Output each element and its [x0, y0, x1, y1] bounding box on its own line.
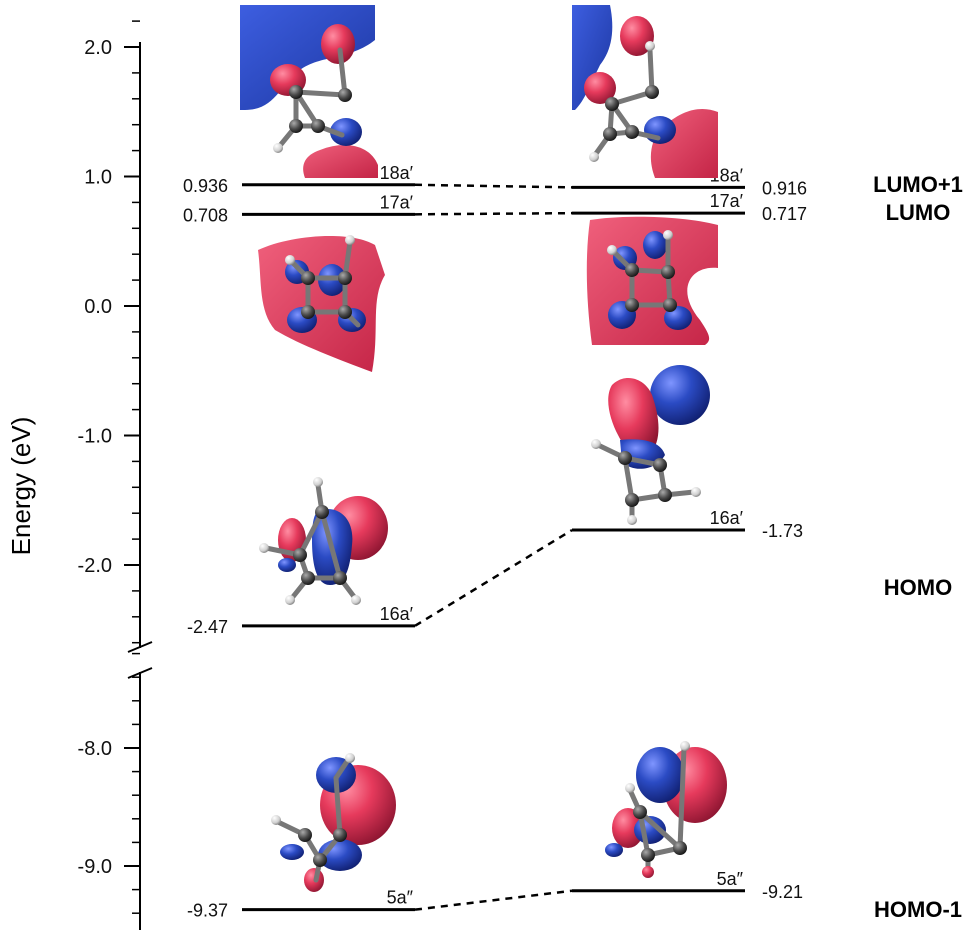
connector-homo1	[414, 889, 573, 911]
symmetry-label-right-homo: 16a′	[710, 508, 744, 528]
orbital-image-lumo1-left	[240, 5, 378, 178]
symmetry-label-right-lumo: 17a′	[710, 191, 744, 211]
orbital-label-lumo1: LUMO+1	[873, 172, 963, 197]
orbital-image-homo-right	[591, 365, 710, 525]
orbital-image-lumo1-right	[572, 5, 718, 178]
orbital-image-homo-left	[259, 477, 388, 605]
axis-title: Energy (eV)	[6, 417, 36, 556]
energy-value-left-lumo: 0.708	[183, 205, 228, 225]
connector-homo	[414, 528, 573, 627]
symmetry-label-left-homo1: 5a″	[387, 888, 414, 908]
energy-value-left-homo: -2.47	[187, 617, 228, 637]
tick-label: 2.0	[84, 37, 112, 59]
energy-axis: 2.0 1.0 0.0 -1.0 -2.0 -8.0 -9.0 Energy (eV)	[6, 20, 153, 930]
symmetry-label-left-lumo: 17a′	[380, 192, 414, 212]
energy-value-left-lumo1: 0.936	[183, 176, 228, 196]
level-connectors	[414, 183, 573, 911]
tick-label: 0.0	[84, 296, 112, 318]
orbital-image-lumo-right	[586, 216, 718, 345]
tick-label: -1.0	[78, 426, 112, 448]
orbital-labels: LUMO+1 LUMO HOMO HOMO-1	[873, 172, 963, 922]
axis-ticks: 2.0 1.0 0.0 -1.0 -2.0 -8.0 -9.0	[78, 20, 140, 914]
energy-levels: 0.936 18a′ 0.708 17a′ -2.47 16a′ -9.37 5a″ 0.916…	[183, 163, 807, 921]
axis-break	[127, 641, 153, 679]
symmetry-label-left-homo: 16a′	[380, 604, 414, 624]
symmetry-label-right-homo1: 5a″	[717, 869, 744, 889]
tick-label: -9.0	[78, 856, 112, 878]
orbital-label-lumo: LUMO	[886, 200, 951, 225]
energy-value-right-homo: -1.73	[762, 521, 803, 541]
tick-label: 1.0	[84, 167, 112, 189]
energy-value-right-lumo: 0.717	[762, 204, 807, 224]
symmetry-label-left-lumo1: 18a′	[380, 163, 414, 183]
energy-value-right-homo1: -9.21	[762, 882, 803, 902]
symmetry-label-right-lumo1: 18a′	[710, 165, 744, 185]
energy-value-right-lumo1: 0.916	[762, 178, 807, 198]
orbital-label-homo1: HOMO-1	[874, 897, 962, 922]
tick-label: -8.0	[78, 738, 112, 760]
orbital-image-lumo-left	[258, 235, 385, 372]
connector-lumo1	[414, 183, 573, 189]
orbital-image-homo1-right	[605, 741, 727, 878]
connector-lumo	[414, 211, 573, 216]
orbital-label-homo: HOMO	[884, 575, 952, 600]
tick-label: -2.0	[78, 555, 112, 577]
orbital-image-homo1-left	[271, 753, 396, 892]
energy-value-left-homo1: -9.37	[187, 901, 228, 921]
